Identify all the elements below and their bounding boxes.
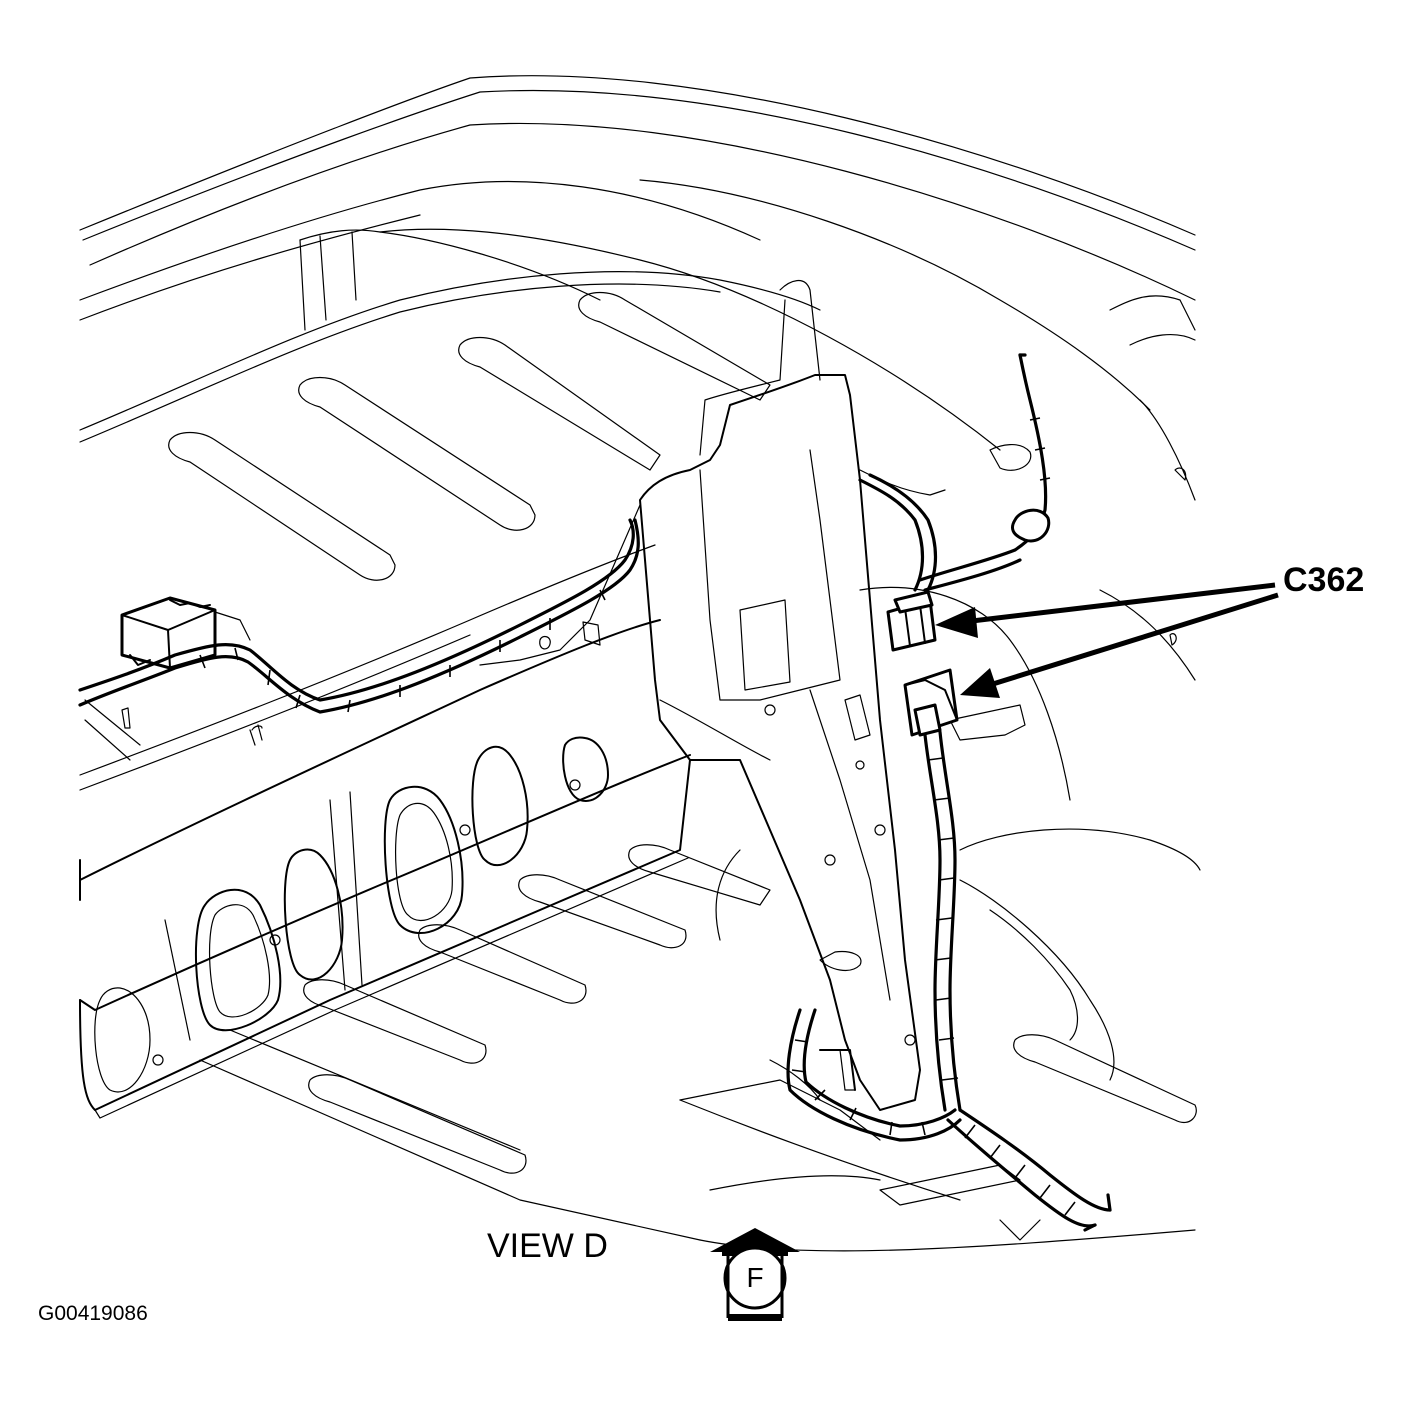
front-direction-arrow-icon (710, 1228, 800, 1321)
sill-panel (79, 544, 691, 1119)
harness-left-run (78, 518, 640, 714)
view-label: VIEW D (487, 1227, 608, 1265)
figure-id: G00419086 (38, 1302, 148, 1325)
pillar-bracket (121, 280, 921, 1111)
harness-pillar-run (786, 353, 1112, 1232)
front-direction-letter: F (746, 1262, 764, 1293)
roof-panel-lines (79, 75, 1196, 471)
floor-ribs (84, 291, 1197, 1252)
callout-arrows (935, 582, 1279, 698)
wheelhouse-panel (679, 399, 1201, 1241)
connector-callout-label: C362 (1283, 561, 1365, 599)
